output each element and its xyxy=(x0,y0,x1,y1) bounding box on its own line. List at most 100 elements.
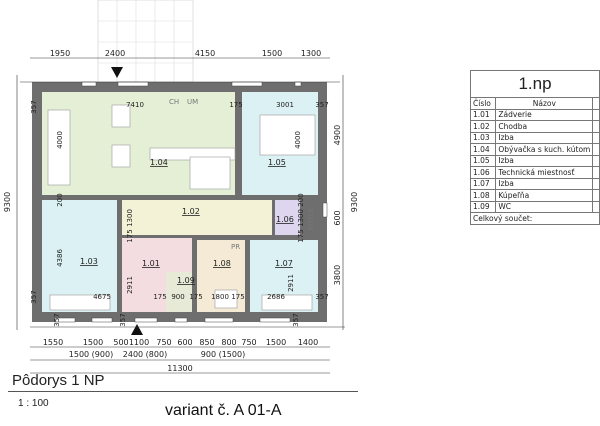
furniture xyxy=(49,294,111,311)
dimension-label: 800 xyxy=(221,338,236,347)
dimension-label: 1300 xyxy=(297,209,305,227)
furniture xyxy=(214,289,238,309)
dimension-label: 2686 xyxy=(267,293,285,301)
dimension-label: 2911 xyxy=(287,274,295,292)
window xyxy=(81,81,97,87)
dimension-label: 1800 xyxy=(211,293,229,301)
table-footer: Celkový součet: xyxy=(470,212,600,225)
dimension-label: 4386 xyxy=(56,249,64,267)
dimension-label: 2400 xyxy=(105,49,125,58)
room-name: Izba xyxy=(495,177,594,190)
room-label: 1.06 xyxy=(276,215,294,224)
window xyxy=(259,317,291,323)
furniture xyxy=(111,144,131,168)
dimension-label: 11300 xyxy=(167,364,192,373)
furniture xyxy=(261,294,313,311)
entrance-arrow-icon xyxy=(111,67,123,78)
plan-title: Pôdorys 1 NP xyxy=(12,372,105,389)
dimension-label: 357 xyxy=(119,313,127,326)
room-label: 1.07 xyxy=(275,259,293,268)
room-label: 1.01 xyxy=(142,259,160,268)
room-number: 1.02 xyxy=(469,120,497,133)
dimension-label: 357 xyxy=(315,101,328,109)
dimension-label: 3800 xyxy=(333,265,342,285)
dimension-label: 1500 (900) xyxy=(69,350,113,359)
room-name: Obývačka s kuch. kútom xyxy=(495,143,594,156)
dimension-label: 1400 xyxy=(298,338,318,347)
dimension-label: 4000 xyxy=(56,131,64,149)
dimension-label: 175 xyxy=(126,229,134,242)
room-number: 1.03 xyxy=(469,131,497,144)
dimension-label: 500 xyxy=(113,338,128,347)
room-number: 1.05 xyxy=(469,154,497,167)
room-number: 1.07 xyxy=(469,177,497,190)
dimension-label: 4675 xyxy=(93,293,111,301)
room-name: Chodba xyxy=(495,120,594,133)
fixture-label: CH xyxy=(169,98,179,106)
dimension-label: 357 xyxy=(292,313,300,326)
fixture-label: UM xyxy=(187,98,198,106)
dimension-label: 600 xyxy=(333,210,342,225)
fixture-label: PR xyxy=(231,243,240,251)
room-name: Izba xyxy=(495,131,594,144)
room-1-09 xyxy=(166,272,192,312)
dimension-label: 600 xyxy=(177,338,192,347)
dimension-label: 4000 xyxy=(294,131,302,149)
window xyxy=(134,317,158,323)
room-name: Zádverie xyxy=(495,108,594,121)
dimension-label: 2400 (800) xyxy=(123,350,167,359)
dimension-label: 750 xyxy=(241,338,256,347)
dimension-label: 1300 xyxy=(126,209,134,227)
room-number: 1.04 xyxy=(469,143,497,156)
dimension-label: 200 xyxy=(297,193,305,206)
window xyxy=(204,317,234,323)
dimension-label: 900 xyxy=(171,293,184,301)
room-name: Izba xyxy=(495,154,594,167)
room-label: 1.05 xyxy=(268,158,286,167)
variant-label: variant č. A 01-A xyxy=(165,402,282,419)
room-label: 1.02 xyxy=(182,207,200,216)
room-name: WC xyxy=(495,200,594,213)
room-number: 1.01 xyxy=(469,108,497,121)
dimension-label: 1100 xyxy=(129,338,149,347)
room-name: Technická miestnosť xyxy=(495,166,594,179)
window xyxy=(231,81,263,87)
dimension-label: 175 xyxy=(229,101,242,109)
plan-scale: 1 : 100 xyxy=(18,398,49,409)
dimension-label: 9300 xyxy=(3,192,12,212)
dimension-label: 357 xyxy=(30,100,38,113)
room-label: 1.08 xyxy=(213,259,231,268)
window xyxy=(117,81,149,87)
dimension-label: 4900 xyxy=(333,125,342,145)
room-1-02 xyxy=(122,200,272,235)
dimension-label: 175 xyxy=(153,293,166,301)
furniture xyxy=(259,114,316,156)
window xyxy=(91,317,113,323)
room-number: 1.06 xyxy=(469,166,497,179)
dimension-label: 357 xyxy=(53,313,61,326)
furniture xyxy=(111,104,131,128)
dimension-label: 357 xyxy=(30,290,38,303)
dimension-label: 750 xyxy=(156,338,171,347)
dimension-label: 900 (1500) xyxy=(201,350,245,359)
room-1-03 xyxy=(42,200,117,312)
dimension-label: 1550 xyxy=(43,338,63,347)
window xyxy=(294,81,302,87)
room-label: 1.04 xyxy=(150,158,168,167)
room-name: Kúpeľňa xyxy=(495,189,594,202)
dimension-label: 175 xyxy=(231,293,244,301)
dimension-label: 4150 xyxy=(195,49,215,58)
dimension-label: 175 xyxy=(297,229,305,242)
dimension-label: 1950 xyxy=(50,49,70,58)
dimension-label: 1500 xyxy=(266,338,286,347)
dimension-label: 7410 xyxy=(126,101,144,109)
col-header-number: Číslo xyxy=(469,97,497,110)
